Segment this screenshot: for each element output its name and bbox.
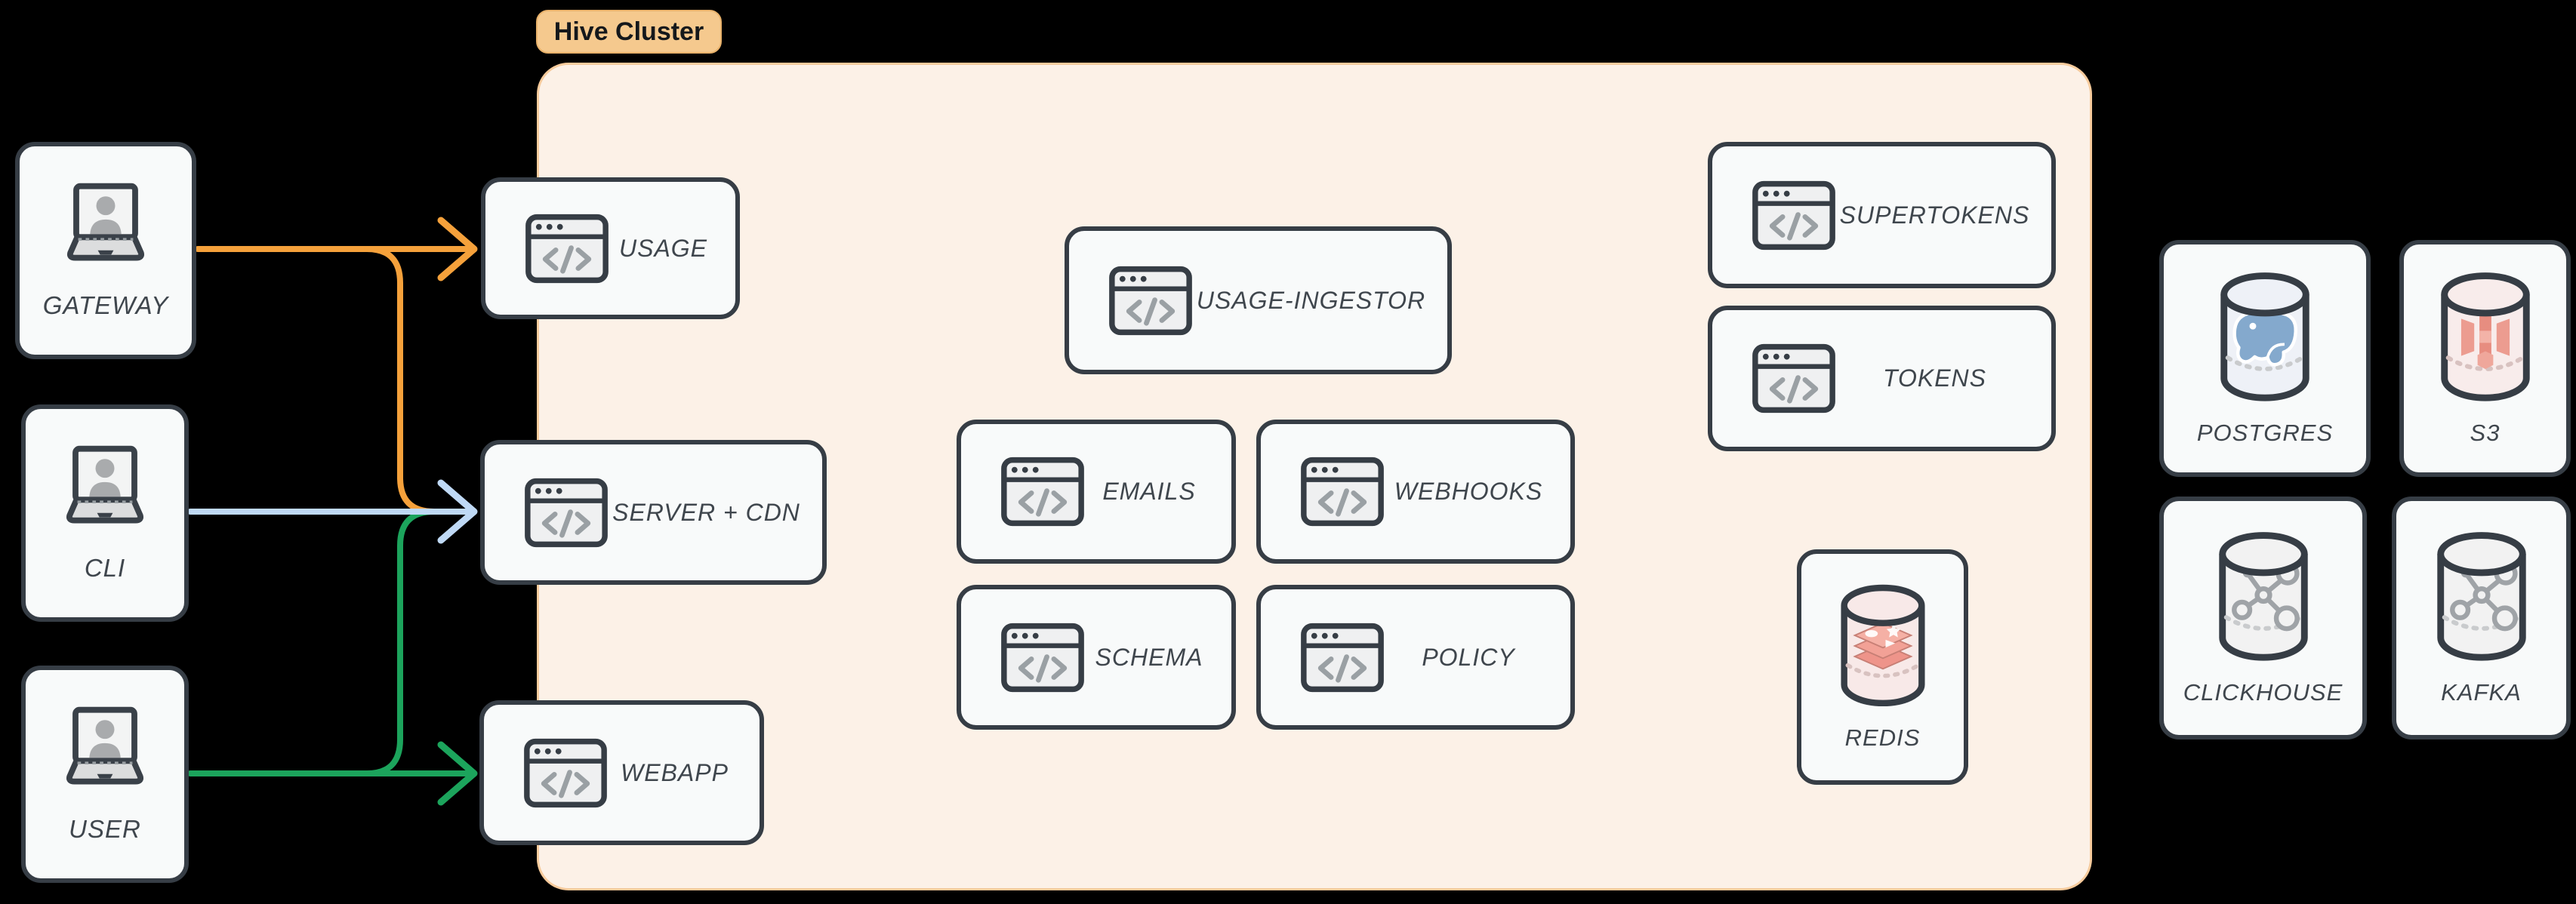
node-usage-ingestor-label: USAGE-INGESTOR xyxy=(1196,286,1426,314)
hive-cluster-badge: Hive Cluster xyxy=(536,10,722,54)
code-window-icon xyxy=(525,214,609,284)
node-user: USER xyxy=(21,666,189,883)
node-tokens: TOKENS xyxy=(1708,306,2056,451)
arrowhead-server-cdn xyxy=(437,479,478,544)
node-cli-label: CLI xyxy=(84,554,126,582)
arrowhead-usage xyxy=(437,217,478,281)
node-clickhouse: CLICKHOUSE xyxy=(2159,497,2367,739)
node-cli: CLI xyxy=(21,404,189,622)
laptop-user-icon xyxy=(46,705,164,795)
node-tokens-label: TOKENS xyxy=(1883,364,1986,392)
node-redis: REDIS xyxy=(1797,549,1968,785)
node-supertokens-label: SUPERTOKENS xyxy=(1839,201,2030,229)
node-postgres-label: POSTGRES xyxy=(2196,420,2334,446)
node-webapp: WEBAPP xyxy=(479,700,764,845)
node-gateway-label: GATEWAY xyxy=(42,291,169,319)
node-emails: EMAILS xyxy=(957,420,1236,564)
code-window-icon xyxy=(1300,457,1385,527)
node-gateway: GATEWAY xyxy=(15,142,196,359)
code-window-icon xyxy=(524,478,609,548)
node-usage-ingestor: USAGE-INGESTOR xyxy=(1065,226,1452,374)
arrow-gateway-to-server-cdn xyxy=(364,246,456,515)
laptop-user-icon xyxy=(46,444,164,534)
code-window-icon xyxy=(1000,623,1085,693)
node-redis-label: REDIS xyxy=(1844,724,1921,751)
node-policy-label: POLICY xyxy=(1422,643,1515,671)
code-window-icon xyxy=(1752,180,1836,251)
node-postgres: POSTGRES xyxy=(2159,240,2371,477)
node-policy: POLICY xyxy=(1256,585,1575,730)
code-window-icon xyxy=(1000,457,1085,527)
kafka-database-icon xyxy=(2426,530,2537,664)
node-webapp-label: WEBAPP xyxy=(621,758,729,786)
arrow-user-to-server-cdn xyxy=(364,509,456,776)
redis-database-icon xyxy=(1830,583,1936,709)
code-window-icon xyxy=(1752,343,1836,414)
arrowhead-webapp xyxy=(437,741,478,806)
clickhouse-database-icon xyxy=(2208,530,2319,664)
node-server-cdn: SERVER + CDN xyxy=(480,440,827,585)
node-s3-label: S3 xyxy=(2470,420,2501,446)
node-kafka: KAFKA xyxy=(2392,497,2571,739)
node-server-cdn-label: SERVER + CDN xyxy=(612,498,800,526)
node-webhooks-label: WEBHOOKS xyxy=(1394,478,1543,505)
node-supertokens: SUPERTOKENS xyxy=(1708,142,2056,288)
code-window-icon xyxy=(1108,266,1193,336)
node-schema-label: SCHEMA xyxy=(1095,643,1203,671)
node-clickhouse-label: CLICKHOUSE xyxy=(2183,679,2343,706)
hive-cluster-badge-label: Hive Cluster xyxy=(553,17,704,46)
s3-database-icon xyxy=(2430,270,2541,404)
code-window-icon xyxy=(523,738,608,808)
node-schema: SCHEMA xyxy=(957,585,1236,730)
node-user-label: USER xyxy=(69,815,141,843)
code-window-icon xyxy=(1300,623,1385,693)
laptop-user-icon xyxy=(47,181,165,272)
node-s3: S3 xyxy=(2399,240,2571,477)
node-kafka-label: KAFKA xyxy=(2441,679,2522,706)
node-emails-label: EMAILS xyxy=(1102,478,1196,505)
node-usage-label: USAGE xyxy=(618,234,708,262)
postgres-database-icon xyxy=(2209,270,2321,404)
node-usage: USAGE xyxy=(481,177,740,319)
node-webhooks: WEBHOOKS xyxy=(1256,420,1575,564)
